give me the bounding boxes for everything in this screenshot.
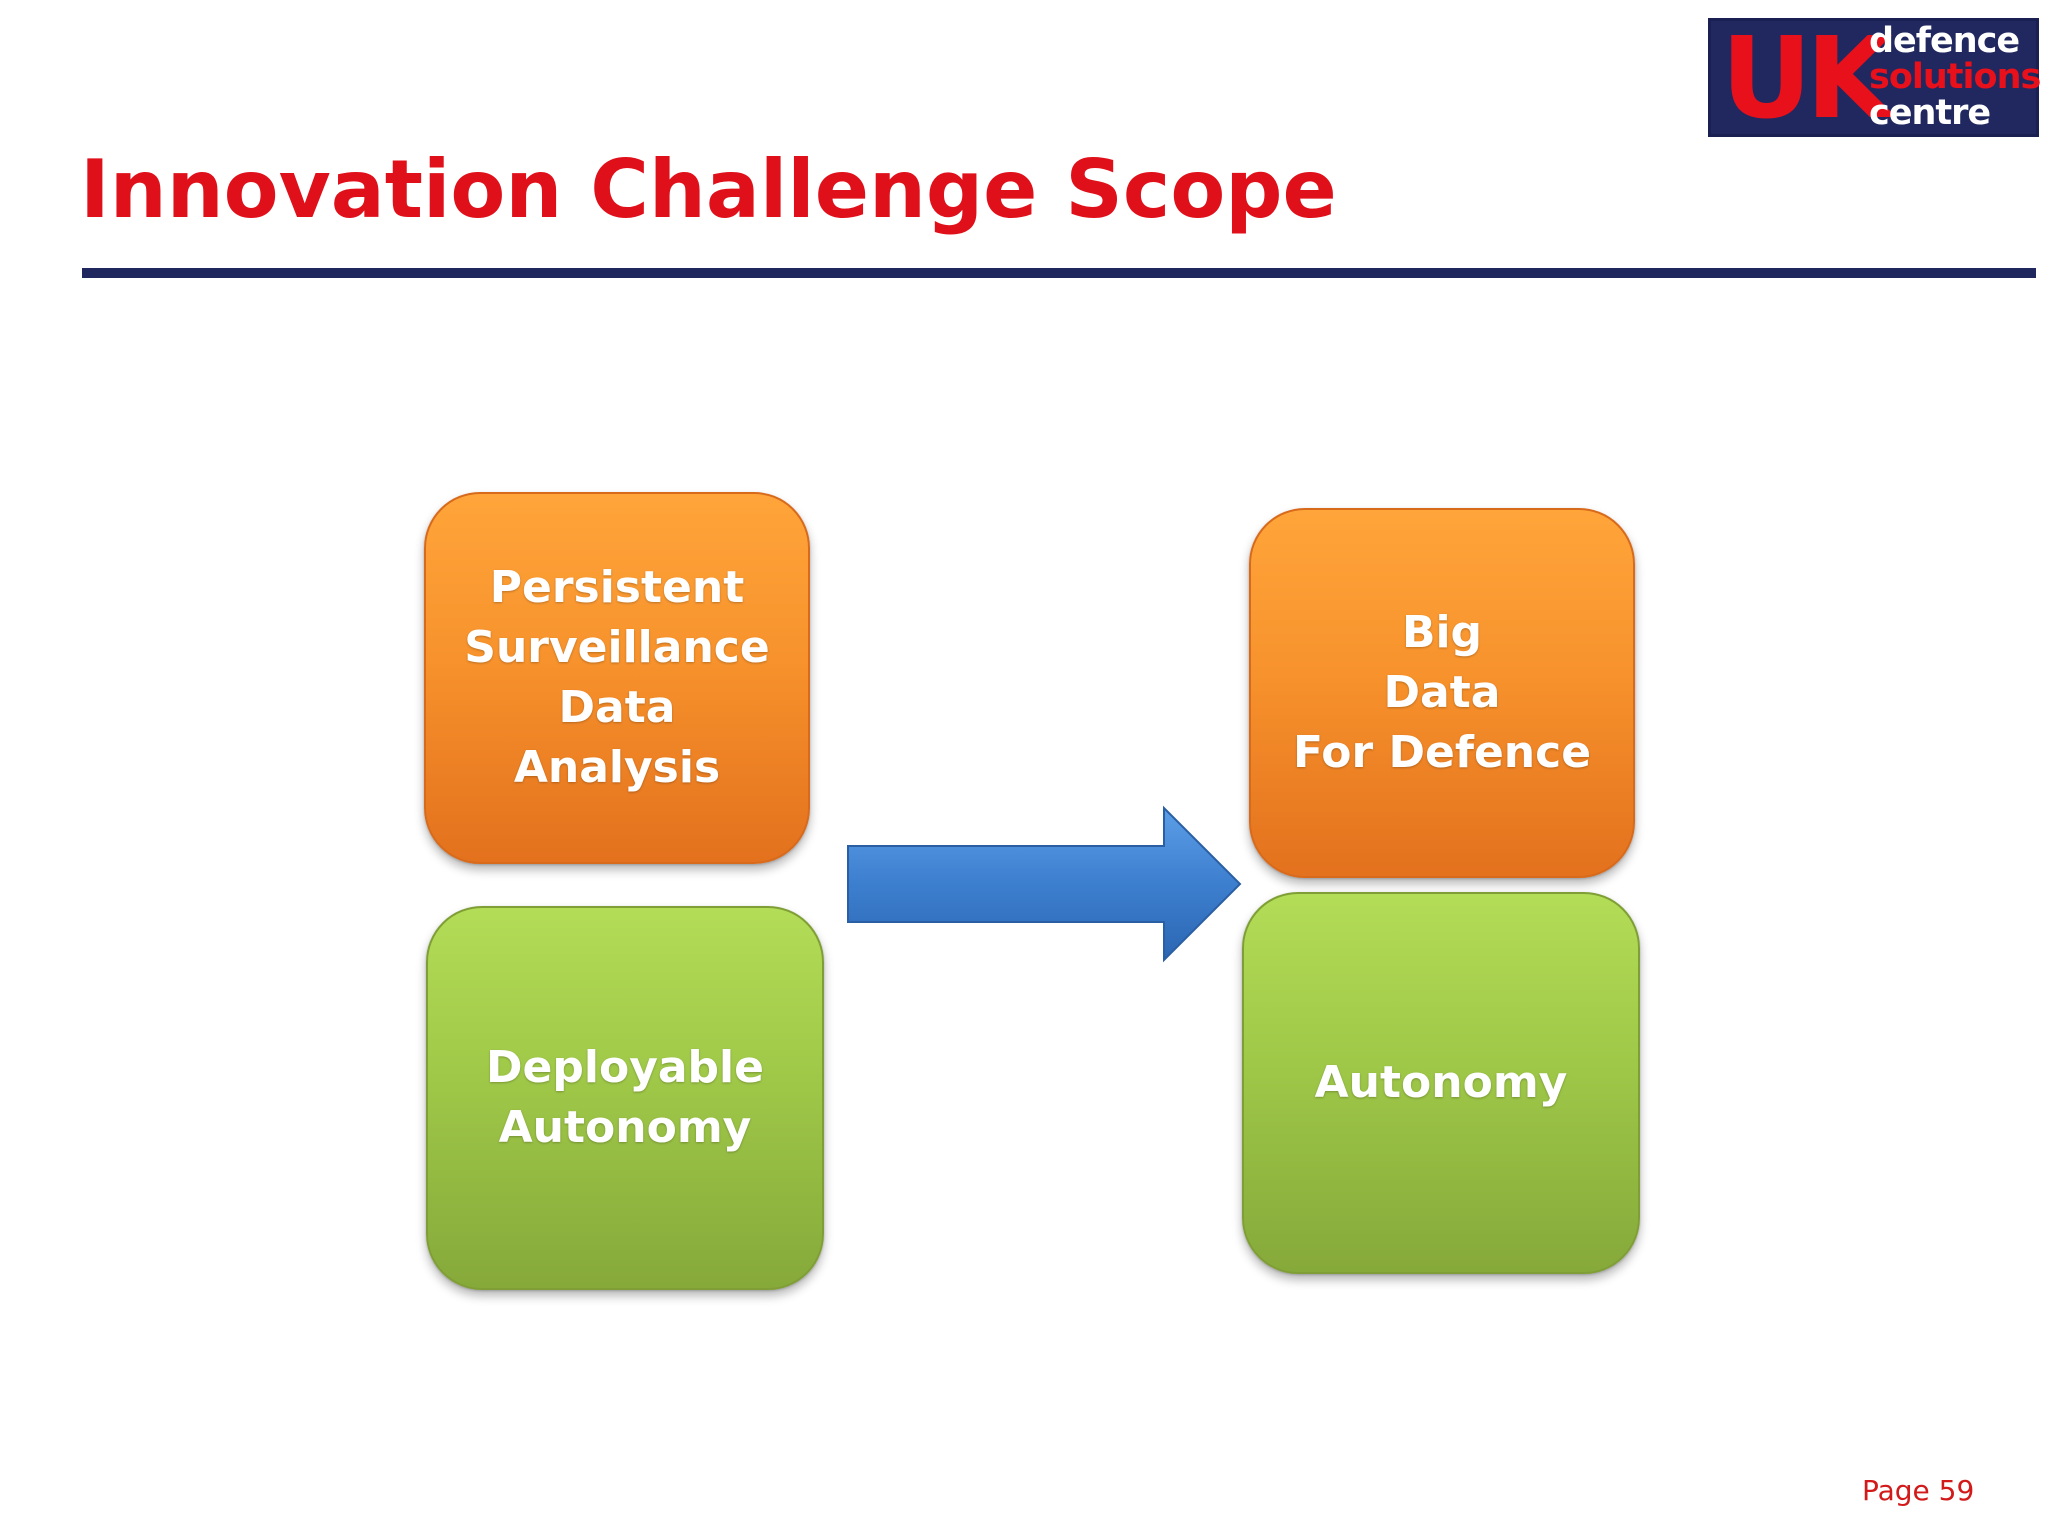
title-divider [82,268,2036,278]
label-line: Persistent [489,562,745,613]
label-line: Analysis [513,742,721,793]
box-autonomy: Autonomy [1242,892,1640,1274]
box-label: Autonomy [1315,1053,1568,1113]
page-number: Page 59 [1862,1474,1975,1507]
label-line: Data [558,682,676,733]
label-line: Autonomy [1314,1057,1568,1108]
right-arrow-icon [847,805,1242,963]
logo-uk-text: UK [1721,14,1893,144]
label-line: Autonomy [498,1102,752,1153]
box-label: Persistent Surveillance Data Analysis [464,558,769,798]
label-line: Surveillance [464,622,770,673]
label-line: Big [1401,607,1483,658]
logo-word-defence: defence [1869,21,2020,61]
uk-defence-solutions-centre-logo: UK defence solutions centre [1708,14,2041,144]
logo-word-solutions: solutions [1869,57,2041,97]
logo-word-centre: centre [1869,93,1991,133]
box-persistent-surveillance-data-analysis: Persistent Surveillance Data Analysis [424,492,810,864]
box-label: Deployable Autonomy [486,1038,764,1158]
label-line: Data [1383,667,1501,718]
label-line: For Defence [1292,727,1592,778]
box-deployable-autonomy: Deployable Autonomy [426,906,824,1290]
box-label: Big Data For Defence [1293,603,1591,783]
slide-title: Innovation Challenge Scope [80,143,1337,236]
label-line: Deployable [486,1042,764,1093]
box-big-data-for-defence: Big Data For Defence [1249,508,1635,878]
